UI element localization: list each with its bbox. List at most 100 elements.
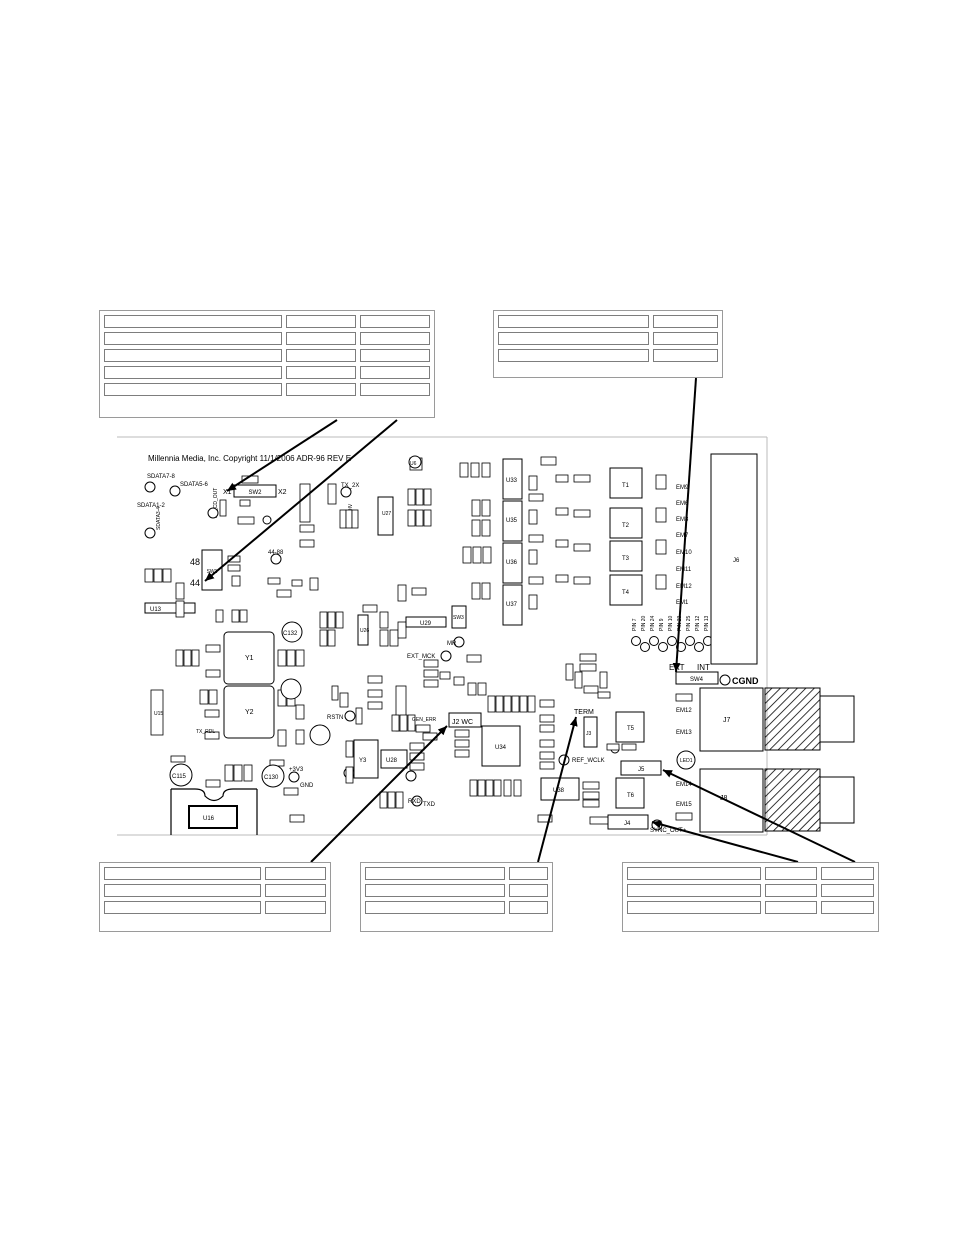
svg-text:U34: U34 [495, 745, 507, 751]
svg-text:C115: C115 [172, 774, 187, 780]
3v3-label: +3V3 [289, 767, 304, 773]
svg-text:INT: INT [697, 663, 710, 672]
j4-connector: J4 [607, 814, 649, 830]
svg-text:U36: U36 [506, 560, 518, 566]
gnd-label: GND [300, 783, 314, 789]
u15-chip: U15 [154, 711, 163, 717]
u37-chip: U37 [502, 584, 523, 626]
svg-text:PIN 20: PIN 20 [641, 615, 647, 631]
y3-crystal: Y3 [353, 739, 379, 779]
svg-text:J3: J3 [586, 731, 592, 737]
svg-text:EM8: EM8 [676, 517, 689, 523]
svg-text:J6: J6 [733, 558, 740, 564]
svg-text:J7: J7 [723, 717, 731, 724]
y2-crystal: Y2 [223, 685, 275, 739]
led1: LED1 [676, 750, 696, 770]
svg-text:EM11: EM11 [676, 567, 692, 573]
svg-text:J5: J5 [638, 767, 645, 773]
svg-text:U27: U27 [382, 511, 391, 517]
svg-text:C130: C130 [264, 775, 279, 781]
svg-text:CGND: CGND [732, 676, 759, 686]
svg-text:TERM: TERM [574, 709, 594, 716]
svg-text:PIN 25: PIN 25 [686, 615, 692, 631]
j7-bnc-connector: J7 [699, 687, 855, 752]
svg-text:SW4: SW4 [690, 677, 704, 683]
svg-text:Y1: Y1 [245, 655, 254, 662]
callout-top-right [493, 310, 723, 378]
svg-text:U28: U28 [386, 758, 398, 764]
svg-text:C132: C132 [283, 631, 298, 637]
j6-connector: J6 [710, 453, 758, 665]
callout-bottom-center [360, 862, 553, 932]
svg-text:EM15: EM15 [676, 802, 692, 808]
jumper-44-label: 44 [190, 578, 200, 588]
svg-text:EM6: EM6 [676, 501, 689, 507]
sw3-switch: SW3 [451, 605, 467, 629]
u27-chip: U27 [377, 496, 394, 536]
gen-err-label: GEN_ERR [412, 717, 437, 723]
svg-text:Y2: Y2 [245, 709, 254, 716]
sw2-switch: SW2 [233, 484, 277, 498]
svg-text:T3: T3 [622, 556, 630, 562]
u34-chip: U34 [481, 725, 521, 767]
svg-text:EM13: EM13 [676, 730, 692, 736]
svg-text:J4: J4 [624, 821, 631, 827]
svg-text:T5: T5 [627, 726, 635, 732]
u13-chip: U13 [144, 602, 196, 614]
c115-capacitor: C115 [169, 763, 193, 787]
svg-text:PIN 7: PIN 7 [632, 618, 638, 631]
sdata56-label: SDATA5-6 [180, 482, 208, 488]
rstn-label: RSTN [327, 715, 343, 721]
svg-text:SW2: SW2 [248, 490, 262, 496]
u26-chip: U26 [357, 614, 369, 646]
svg-text:U15: U15 [154, 711, 163, 717]
svg-text:Y3: Y3 [359, 758, 367, 764]
u38-chip: U38 [540, 777, 580, 801]
u36-chip: U36 [502, 542, 523, 584]
svg-text:T6: T6 [627, 793, 635, 799]
u6-mark: U6 [408, 455, 422, 469]
svg-text:U16: U16 [203, 816, 215, 822]
c132-capacitor: C132 [281, 621, 303, 643]
txd-label: TXD [423, 802, 436, 808]
u33-chip: U33 [502, 458, 523, 500]
svg-text:PIN 9: PIN 9 [659, 618, 665, 631]
svg-text:U37: U37 [506, 602, 518, 608]
svg-text:EM1: EM1 [676, 600, 689, 606]
pin-labels: PIN 7 PIN 20 PIN 24 PIN 9 PIN 10 PIN 23 … [632, 615, 710, 631]
svg-text:EM12: EM12 [676, 708, 692, 714]
c141-capacitor [309, 724, 331, 746]
svg-text:EM7: EM7 [676, 533, 689, 539]
callout-top-left [99, 310, 435, 418]
svg-text:EM12: EM12 [676, 584, 692, 590]
ref-wclk-label: REF_WCLK [572, 758, 605, 764]
tx-rdl-label: TX_RDL [196, 729, 215, 735]
svg-text:T4: T4 [622, 590, 630, 596]
jumper-4488-label: 44-88 [268, 550, 284, 556]
u16-regulator: U16 [170, 788, 258, 835]
svg-text:U35: U35 [506, 518, 518, 524]
svg-text:PIN 12: PIN 12 [695, 615, 701, 631]
svg-text:PIN 13: PIN 13 [704, 615, 710, 631]
svg-text:PIN 24: PIN 24 [650, 615, 656, 631]
term-jumper: TERM J3 [574, 709, 598, 748]
tx2x-label: TX_2X [341, 483, 359, 489]
svg-text:SW3: SW3 [453, 615, 464, 621]
svg-text:U29: U29 [420, 621, 432, 627]
ext-mck-label: EXT_MCK [407, 654, 435, 660]
sdata78-label: SDATA7-8 [147, 474, 175, 480]
j2-wc-connector: J2 WC [448, 712, 482, 728]
c133-capacitor [280, 678, 302, 700]
callout-leader-lines [204, 377, 856, 863]
svg-text:EM14: EM14 [676, 782, 692, 788]
cgnd-pad: CGND [719, 674, 759, 686]
u29-chip: U29 [405, 616, 447, 628]
svg-text:U33: U33 [506, 478, 518, 484]
j5-connector: J5 [620, 760, 662, 776]
sdata34-label: SDATA3-4 [156, 507, 162, 530]
svg-text:PIN 10: PIN 10 [668, 615, 674, 631]
pin-test-points [631, 636, 713, 652]
y1-crystal: Y1 [223, 631, 275, 685]
x2-label: X2 [278, 489, 287, 496]
